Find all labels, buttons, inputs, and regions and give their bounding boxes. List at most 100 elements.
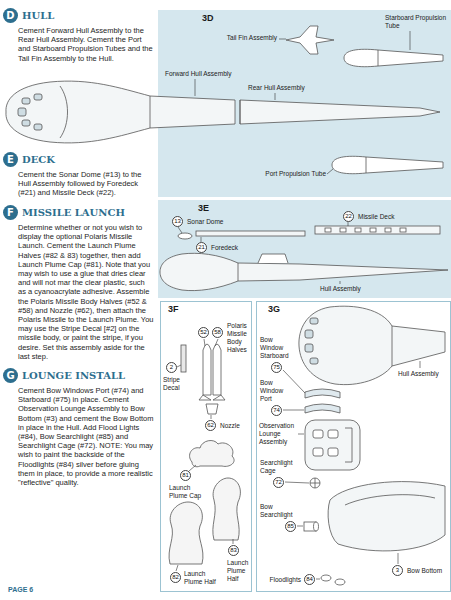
lounge-drawing [321,575,331,581]
callout-number: 83Launch Plume Half [228,545,239,556]
lounge-drawing [305,420,360,470]
deck-drawing [400,228,406,232]
step-badge: EDECK [3,152,18,167]
callout-number: 82Launch Plume Half [170,572,181,583]
part-name: Launch Plume Half [184,570,225,586]
figure-number: 3G [268,304,280,314]
part-name: Observation Lounge Assembly [259,422,297,446]
leader-line [297,526,303,527]
figure-number: 3D [202,13,214,23]
part-name: Foredeck [211,244,261,252]
part-name: Bow Searchlight [260,503,298,519]
lounge-drawing [305,404,340,413]
part-name: Rear Hull Assembly [248,84,328,92]
lounge-drawing [335,579,345,585]
panel-ground [257,302,451,592]
hull-drawing [6,81,235,143]
callout-number: 75Bow Window Starboard [271,362,282,373]
figure-panel: 3D [158,10,451,197]
leader-line [340,281,341,284]
deck-drawing [238,263,239,281]
part-name: Missile Deck [358,213,418,221]
lounge-drawing [313,430,323,438]
lounge-drawing [310,478,320,488]
callout-digit: 2 [167,363,176,372]
part-name: Sonar Dome [187,218,247,226]
callout-number: 81Launch Plume Cap [180,470,191,481]
part-name: Bow Bottom [407,567,451,575]
leader-line [398,553,399,564]
missile-drawing [206,404,218,414]
page-number: PAGE 6 [8,586,33,593]
missile-drawing [213,395,225,400]
callout-digit: 3 [393,566,402,575]
figure-panel: 3E13Sonar Dome22Missile Deck21Foredeck [158,200,451,298]
callout-number: 72Searchlight Cage [273,477,284,488]
part-name: Hull Assembly [320,285,380,293]
callout-number: 13Sonar Dome [172,216,183,227]
callout-digit: 82 [171,573,180,582]
callout-number: 52 [198,327,209,338]
step-letter: E [3,152,18,167]
missile-drawing [199,395,211,400]
callout-digit: 75 [272,363,281,372]
leader-line [285,482,309,483]
callout-digit: 83 [229,546,238,555]
missile-drawing [203,344,211,395]
part-name: Nozzle [220,422,250,430]
missile-drawing [181,345,186,372]
hull-drawing [286,26,334,54]
step-letter: D [3,8,18,23]
part-name: Tail Fin Assembly [195,34,277,42]
lounge-drawing [328,448,338,456]
missile-drawing [169,502,203,564]
hull-drawing [60,86,68,138]
lounge-drawing [314,522,319,531]
callout-digit: 52 [199,328,208,337]
part-name: Polaris Missile Body Halves [227,322,250,354]
part-name: Bow Window Port [260,379,294,403]
lounge-drawing [345,428,352,462]
hull-drawing [240,100,440,124]
figure-panel: 3G 75Bow Window Starboard 74Bow Window Por… [256,301,451,592]
hull-drawing [150,96,151,128]
lounge-drawing [310,318,318,324]
callout-digit: 21 [197,243,206,252]
hull-drawing [240,100,241,124]
leader-line [195,79,196,96]
deck-drawing [325,228,331,232]
step-heading: MISSILE LAUNCH [22,206,125,219]
part-name: Port Propulsion Tube [238,170,326,178]
step-letter: G [3,368,18,383]
leader-line [275,93,276,100]
callout-number: 2Stripe Decal [166,362,177,373]
hull-drawing [22,98,30,104]
part-name: Forward Hull Assembly [165,70,245,78]
step-badge: FMISSILE LAUNCH [3,205,18,220]
callout-number: 22Missile Deck [343,211,354,222]
hull-drawing [34,124,42,130]
lounge-drawing [345,495,435,505]
leader-line [420,361,421,368]
callout-digit: 72 [274,478,283,487]
leader-line [176,31,420,579]
deck-drawing [385,228,391,232]
callout-number: 74Bow Window Port [271,405,282,416]
callout-digit: 81 [181,471,190,480]
hull-drawing [18,108,26,116]
part-name: Starboard Propulsion Tube [385,14,447,30]
leader-line [189,465,196,471]
instruction-text: Cement the Sonar Dome (#13) to the Hull … [18,170,154,198]
hull-drawing [366,157,367,173]
leader-line [348,222,349,226]
panel-ground [161,302,252,592]
missile-drawing [213,478,241,540]
leader-line [283,410,304,411]
callout-digit: 85 [286,522,295,531]
leader-line [215,339,218,346]
deck-drawing [178,233,192,239]
leader-line [211,415,212,419]
hull-drawing [344,49,443,66]
lounge-drawing [305,389,340,398]
